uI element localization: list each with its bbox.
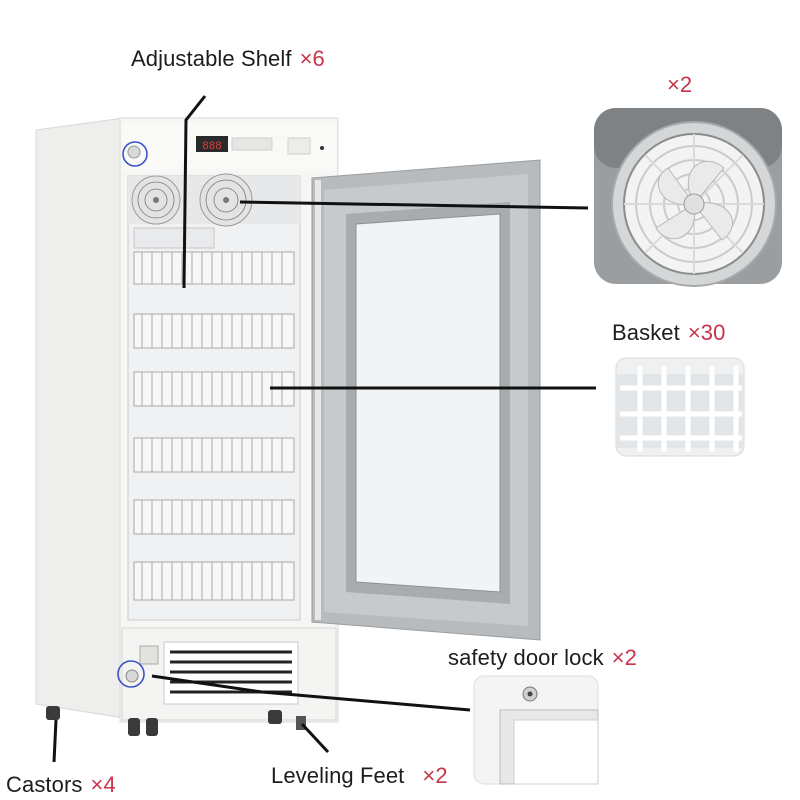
highlight-ring-bottom	[117, 660, 145, 688]
label-castors: Castors ×4	[6, 772, 116, 798]
label-safety-door-lock-qty: ×2	[611, 645, 637, 670]
basket-row	[133, 561, 295, 601]
fan-inset-photo	[594, 108, 782, 287]
basket-row	[133, 499, 295, 535]
label-leveling-feet-qty: ×2	[422, 763, 448, 788]
basket-row	[133, 251, 295, 285]
basket-rows	[133, 251, 295, 601]
lock-inset-photo	[473, 675, 599, 785]
label-basket-qty: ×30	[687, 320, 726, 345]
lock-bottom-icon	[125, 669, 139, 683]
basket-inset-photo	[615, 357, 745, 457]
basket-row	[133, 313, 295, 349]
temperature-display	[196, 136, 228, 152]
highlight-ring-top	[122, 141, 148, 167]
door-glass	[355, 213, 501, 593]
label-adjustable-shelf: Adjustable Shelf ×6	[131, 46, 325, 72]
callout-shelf	[182, 95, 207, 289]
callout-fan	[239, 200, 589, 210]
basket-row	[133, 371, 295, 407]
cabinet-side-panel	[35, 117, 125, 719]
castor-icons	[46, 706, 282, 736]
label-castors-text: Castors	[6, 772, 83, 797]
callout-castors	[52, 719, 58, 763]
label-fan-qty: ×2	[667, 72, 693, 97]
label-safety-door-lock: safety door lock ×2	[448, 645, 637, 671]
leveling-feet-icons	[296, 716, 306, 730]
label-adjustable-shelf-text: Adjustable Shelf	[131, 46, 292, 71]
interior-fan-right-icon	[199, 173, 253, 227]
basket-row	[133, 437, 295, 473]
callout-feet	[300, 722, 330, 754]
label-leveling-feet-text: Leveling Feet	[271, 763, 405, 788]
control-buttons	[231, 137, 273, 151]
printer-slot	[287, 137, 311, 155]
label-safety-door-lock-text: safety door lock	[448, 645, 604, 670]
interior-fan-left-icon	[131, 175, 181, 225]
vent-slats	[170, 650, 292, 694]
temperature-readout: 888	[202, 141, 222, 153]
label-castors-qty: ×4	[90, 772, 116, 797]
label-basket-text: Basket	[612, 320, 680, 345]
label-adjustable-shelf-qty: ×6	[299, 46, 325, 71]
lock-top-icon	[127, 145, 141, 159]
callout-lock	[151, 674, 471, 712]
label-leveling-feet: Leveling Feet ×2	[271, 763, 448, 789]
callout-lines	[52, 95, 596, 763]
label-basket: Basket ×30	[612, 320, 725, 346]
interior-panel	[133, 227, 215, 249]
label-sticker	[139, 645, 159, 665]
indicator-light	[320, 146, 324, 150]
